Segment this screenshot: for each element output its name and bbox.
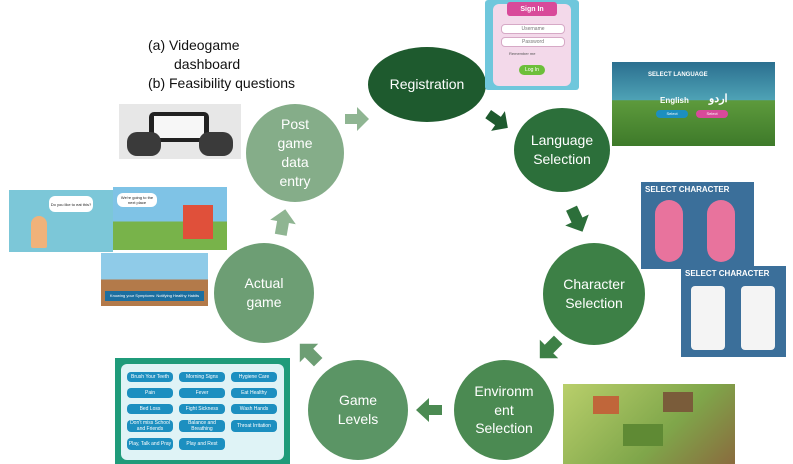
levels-panel: Brush Your Teeth Morning Signs Hygiene C… — [121, 364, 284, 460]
level-button-4: Pain — [127, 388, 173, 398]
character-screenshot-1: SELECT CHARACTER — [641, 182, 754, 269]
signin-username-field: Username — [501, 24, 565, 34]
arrow-levels-to-actual — [299, 343, 323, 367]
level-button-11: Balance and Breathing — [179, 420, 225, 432]
game-levels-screenshot: Brush Your Teeth Morning Signs Hygiene C… — [115, 358, 290, 464]
character-title-2: SELECT CHARACTER — [685, 269, 770, 278]
level-button-1: Brush Your Teeth — [127, 372, 173, 382]
level-button-14: Play and Rest — [179, 438, 225, 450]
level-button-2: Morning Signs — [179, 372, 225, 382]
character-boy-right — [741, 286, 775, 350]
step-game-levels-label: Game Levels — [337, 392, 379, 427]
arrow-actual-to-post — [270, 209, 296, 236]
level-button-10: Don't miss School and Friends — [127, 420, 173, 432]
language-screenshot: SELECT LANGUAGE English اردو Select Sele… — [612, 62, 775, 146]
step-registration-label: Registration — [389, 76, 465, 93]
language-select-english: Select — [656, 110, 688, 118]
language-urdu: اردو — [709, 93, 728, 105]
step-language-selection: Language Selection — [514, 108, 610, 192]
environment-field — [623, 424, 663, 446]
level-button-12: Throat Irritation — [231, 420, 277, 432]
step-environment-selection: Environm ent Selection — [454, 360, 554, 460]
scene1-character — [31, 216, 47, 248]
environment-screenshot — [563, 384, 735, 464]
step-language-label: Language Selection — [530, 132, 594, 167]
level-button-3: Hygiene Care — [231, 372, 277, 382]
level-button-8: Fight Sickness — [179, 404, 225, 414]
step-post-game-data-entry: Post game data entry — [246, 104, 344, 202]
environment-house-2 — [663, 392, 693, 412]
step-actual-game: Actual game — [214, 243, 314, 343]
legend: (a) Videogame dashboard (b) Feasibility … — [148, 36, 295, 93]
step-environment-label: Environm ent Selection — [474, 382, 534, 437]
game-scene-1: Do you like to eat this? — [9, 190, 113, 252]
arrow-registration-to-language — [485, 110, 508, 131]
signin-remember: Remember me — [509, 51, 536, 56]
step-game-levels: Game Levels — [308, 360, 408, 460]
phone-hand-left — [127, 132, 161, 156]
arrow-environment-to-levels — [416, 398, 442, 422]
arrow-character-to-environment — [539, 335, 563, 359]
signin-login-button: Log In — [519, 65, 545, 75]
language-title: SELECT LANGUAGE — [648, 72, 708, 78]
scene1-bubble: Do you like to eat this? — [49, 196, 93, 212]
character-title-1: SELECT CHARACTER — [645, 185, 730, 194]
step-character-label: Character Selection — [563, 276, 625, 311]
character-girl-left — [655, 200, 683, 262]
signin-password-field: Password — [501, 37, 565, 47]
character-screenshot-2: SELECT CHARACTER — [681, 266, 786, 357]
level-button-6: Eat Healthy — [231, 388, 277, 398]
level-button-7: Bed Loss — [127, 404, 173, 414]
step-actual-game-label: Actual game — [244, 275, 284, 310]
step-post-game-label: Post game data entry — [277, 116, 313, 189]
scene2-bubble: We're going to the next place — [117, 193, 157, 207]
language-english: English — [660, 96, 689, 105]
scene2-slide — [183, 205, 213, 239]
level-button-13: Play, Talk and Pray — [127, 438, 173, 450]
signin-title: Sign In — [507, 2, 557, 16]
step-character-selection: Character Selection — [543, 243, 645, 345]
legend-line-b: (b) Feasibility questions — [148, 74, 296, 91]
phone-photo — [119, 104, 241, 159]
character-boy-left — [691, 286, 725, 350]
arrow-language-to-character — [565, 205, 589, 232]
character-girl-right — [707, 200, 735, 262]
legend-line-a-cont: dashboard — [174, 55, 241, 72]
legend-line-a: (a) Videogame — [148, 37, 240, 53]
phone-hand-right — [199, 132, 233, 156]
game-scene-2: We're going to the next place — [113, 187, 227, 250]
environment-house-1 — [593, 396, 619, 414]
signin-screenshot: Sign In Username Password Remember me Lo… — [485, 0, 579, 90]
scene3-banner: Knowing your Symptoms: Notifying Healthy… — [105, 291, 204, 301]
step-registration: Registration — [368, 47, 486, 122]
level-button-9: Wash Hands — [231, 404, 277, 414]
language-select-urdu: Select — [696, 110, 728, 118]
arrow-post-to-registration — [345, 107, 369, 131]
phone-screen — [154, 116, 204, 138]
level-button-5: Fever — [179, 388, 225, 398]
game-scene-3: Knowing your Symptoms: Notifying Healthy… — [101, 253, 208, 306]
